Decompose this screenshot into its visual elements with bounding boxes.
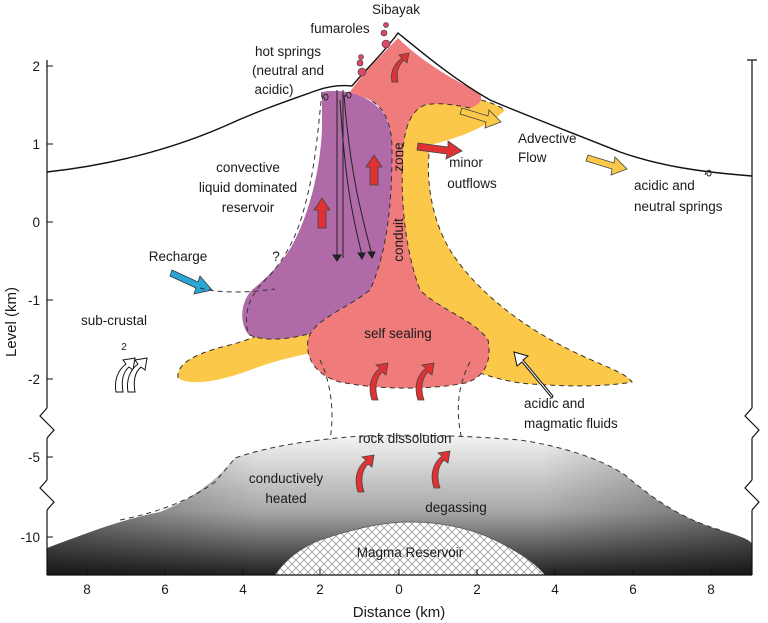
wells [332, 90, 376, 262]
x-tick-label: 4 [551, 582, 559, 597]
label-magmatic-fluids: magmatic fluids [524, 416, 618, 431]
fumarole-icon [356, 22, 391, 77]
x-tick-label: 2 [473, 582, 481, 597]
label-magmatic-fluids: acidic and [524, 396, 585, 411]
y-tick-label: -5 [28, 450, 40, 465]
label-hot-springs: (neutral and [252, 63, 324, 78]
label-zone: zone [391, 142, 406, 171]
x-tick-label: 2 [316, 582, 324, 597]
spring-icon [321, 91, 712, 177]
x-tick-label: 8 [83, 582, 91, 597]
label-springs: acidic and [634, 178, 695, 193]
conduit-zone [307, 38, 490, 389]
outline-arrows [115, 351, 554, 399]
x-tick-label: 6 [629, 582, 637, 597]
magma-reservoir-shape [274, 521, 546, 576]
y-tick-label: 0 [32, 215, 40, 230]
x-axis-title: Distance (km) [353, 604, 446, 621]
x-tick-label: 6 [161, 582, 169, 597]
advective-flow-arrows [459, 107, 628, 176]
label-advective-flow: Flow [518, 150, 547, 165]
label-sub-crustal: sub-crustal [81, 313, 147, 328]
label-magma-reservoir: Magma Reservoir [357, 545, 464, 560]
label-conductively-heated: conductively [249, 471, 324, 486]
topography-line [46, 31, 753, 177]
label-co2: 2 [121, 342, 127, 353]
upflow-arrows [313, 52, 463, 493]
label-conductively-heated: heated [265, 491, 306, 506]
y-tick-label: -2 [28, 372, 40, 387]
label-minor-outflows: minor [449, 155, 483, 170]
label-fumaroles: fumaroles [310, 21, 370, 36]
label-convective: reservoir [222, 200, 275, 215]
label-hot-springs: hot springs [255, 44, 321, 59]
x-tick-label: 0 [395, 582, 403, 597]
label-self-sealing: self sealing [364, 326, 432, 341]
label-hot-springs: acidic) [254, 82, 293, 97]
label-conduit: conduit [391, 218, 406, 262]
y-tick-label: -1 [28, 293, 40, 308]
label-question: ? [272, 249, 280, 264]
y-tick-label: -10 [20, 530, 40, 545]
label-rock-dissolution: rock dissolution [358, 431, 451, 446]
y-tick-label: 2 [32, 59, 40, 74]
recharge-arrow [169, 269, 213, 295]
label-recharge: Recharge [149, 249, 208, 264]
label-sibayak: Sibayak [372, 2, 420, 17]
label-degassing: degassing [425, 500, 487, 515]
y-tick-label: 1 [32, 137, 40, 152]
label-convective: liquid dominated [199, 180, 297, 195]
label-springs: neutral springs [634, 199, 723, 214]
label-advective-flow: Advective [518, 131, 577, 146]
label-convective: convective [216, 160, 280, 175]
y-axis-title: Level (km) [3, 287, 20, 357]
x-tick-label: 4 [239, 582, 247, 597]
x-tick-label: 8 [707, 582, 715, 597]
label-minor-outflows: outflows [447, 176, 497, 191]
